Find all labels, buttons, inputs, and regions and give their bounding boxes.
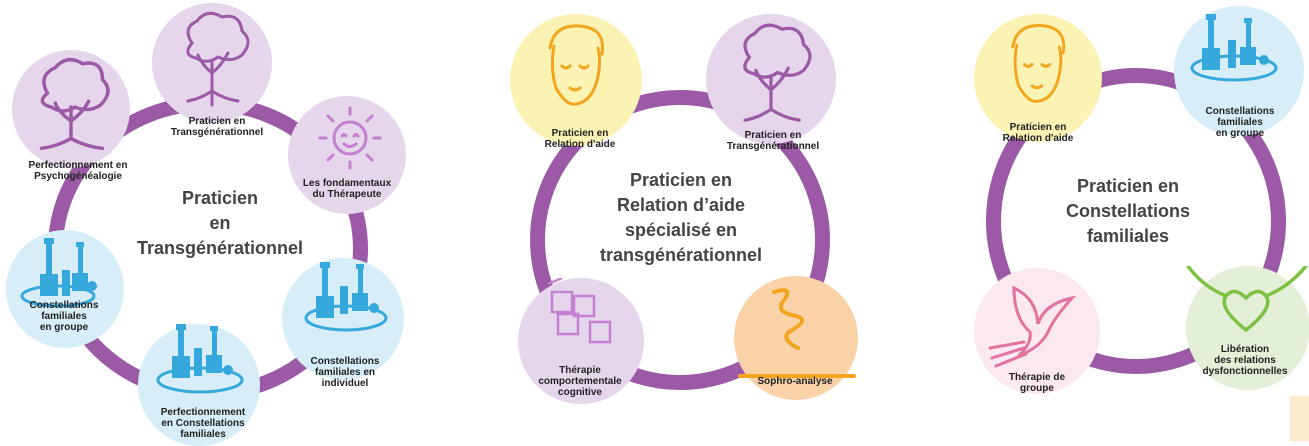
diagram-relation-aide-transgenerationnel: Praticien en Relation d'aide Praticien e…: [500, 0, 880, 441]
node-label: Les fondamentaux du Thérapeute: [302, 178, 392, 200]
node-therapie-groupe: [974, 268, 1100, 394]
node-praticien-transgenerationnel: [706, 14, 836, 144]
node-label: Constellations familiales en groupe: [1205, 106, 1275, 139]
chess-figures-icon: [304, 262, 388, 332]
woman-face-icon: [1011, 24, 1066, 103]
sun-icon: [318, 106, 382, 170]
corner-decoration: [1290, 396, 1309, 441]
node-label: Constellations familiales en groupe: [29, 300, 99, 333]
node-constellations-individuel: [282, 258, 404, 380]
node-label: Praticien en Transgénérationnel: [726, 130, 820, 152]
winged-heart-icon: [1186, 266, 1308, 333]
woman-face-icon: [548, 24, 605, 106]
node-label: Praticien en Relation d'aide: [1002, 122, 1074, 144]
node-praticien-transgenerationnel: [152, 3, 272, 123]
chess-figures-icon: [20, 238, 97, 308]
diagram-praticien-transgenerationnel: Praticien en Transgénérationnel Perfecti…: [0, 0, 440, 446]
node-label: Libération des relations dysfonctionnell…: [1202, 344, 1288, 377]
node-label: Thérapie comportementale cognitive: [538, 365, 622, 398]
node-fondamentaux-therapeute: [288, 96, 406, 214]
node-liberation-relations: [1186, 266, 1309, 390]
node-label: Thérapie de groupe: [1008, 372, 1066, 394]
node-constellations-groupe: [6, 230, 124, 348]
diagram-title: Praticien en Constellations familiales: [1065, 176, 1190, 246]
node-label: Constellations familiales en individuel: [310, 356, 380, 389]
node-therapie-comportementale-cognitive: [518, 278, 644, 404]
diagram-title: Praticien en Transgénérationnel: [136, 188, 304, 258]
diagram-title: Praticien en Relation d’aide spécialisé …: [599, 170, 763, 265]
tree-icon: [743, 23, 812, 122]
node-praticien-relation-aide: [974, 14, 1102, 142]
node-label: Perfectionnement en Psychogénéalogie: [28, 160, 128, 182]
node-sophro-analyse: [734, 276, 858, 400]
wave-icon: [738, 288, 856, 378]
node-praticien-relation-aide: [510, 14, 642, 146]
tree-icon: [186, 11, 250, 107]
chess-figures-icon: [1190, 14, 1278, 82]
node-label: Sophro-analyse: [757, 376, 833, 387]
node-label: Praticien en Relation d'aide: [544, 128, 616, 150]
node-label: Perfectionnement en Constellations famil…: [160, 407, 246, 440]
chess-figures-icon: [156, 324, 244, 394]
puzzle-icon: [547, 278, 612, 344]
node-perfectionnement-constellations: [138, 324, 260, 446]
tree-icon: [39, 57, 110, 151]
dove-icon: [988, 285, 1077, 368]
node-label: Praticien en Transgénérationnel: [170, 116, 264, 138]
node-constellations-groupe: [1174, 6, 1304, 136]
diagram-praticien-constellations: Praticien en Relation d'aide Constellati…: [960, 0, 1309, 441]
node-perfectionnement-psychogenealogie: [12, 50, 130, 168]
